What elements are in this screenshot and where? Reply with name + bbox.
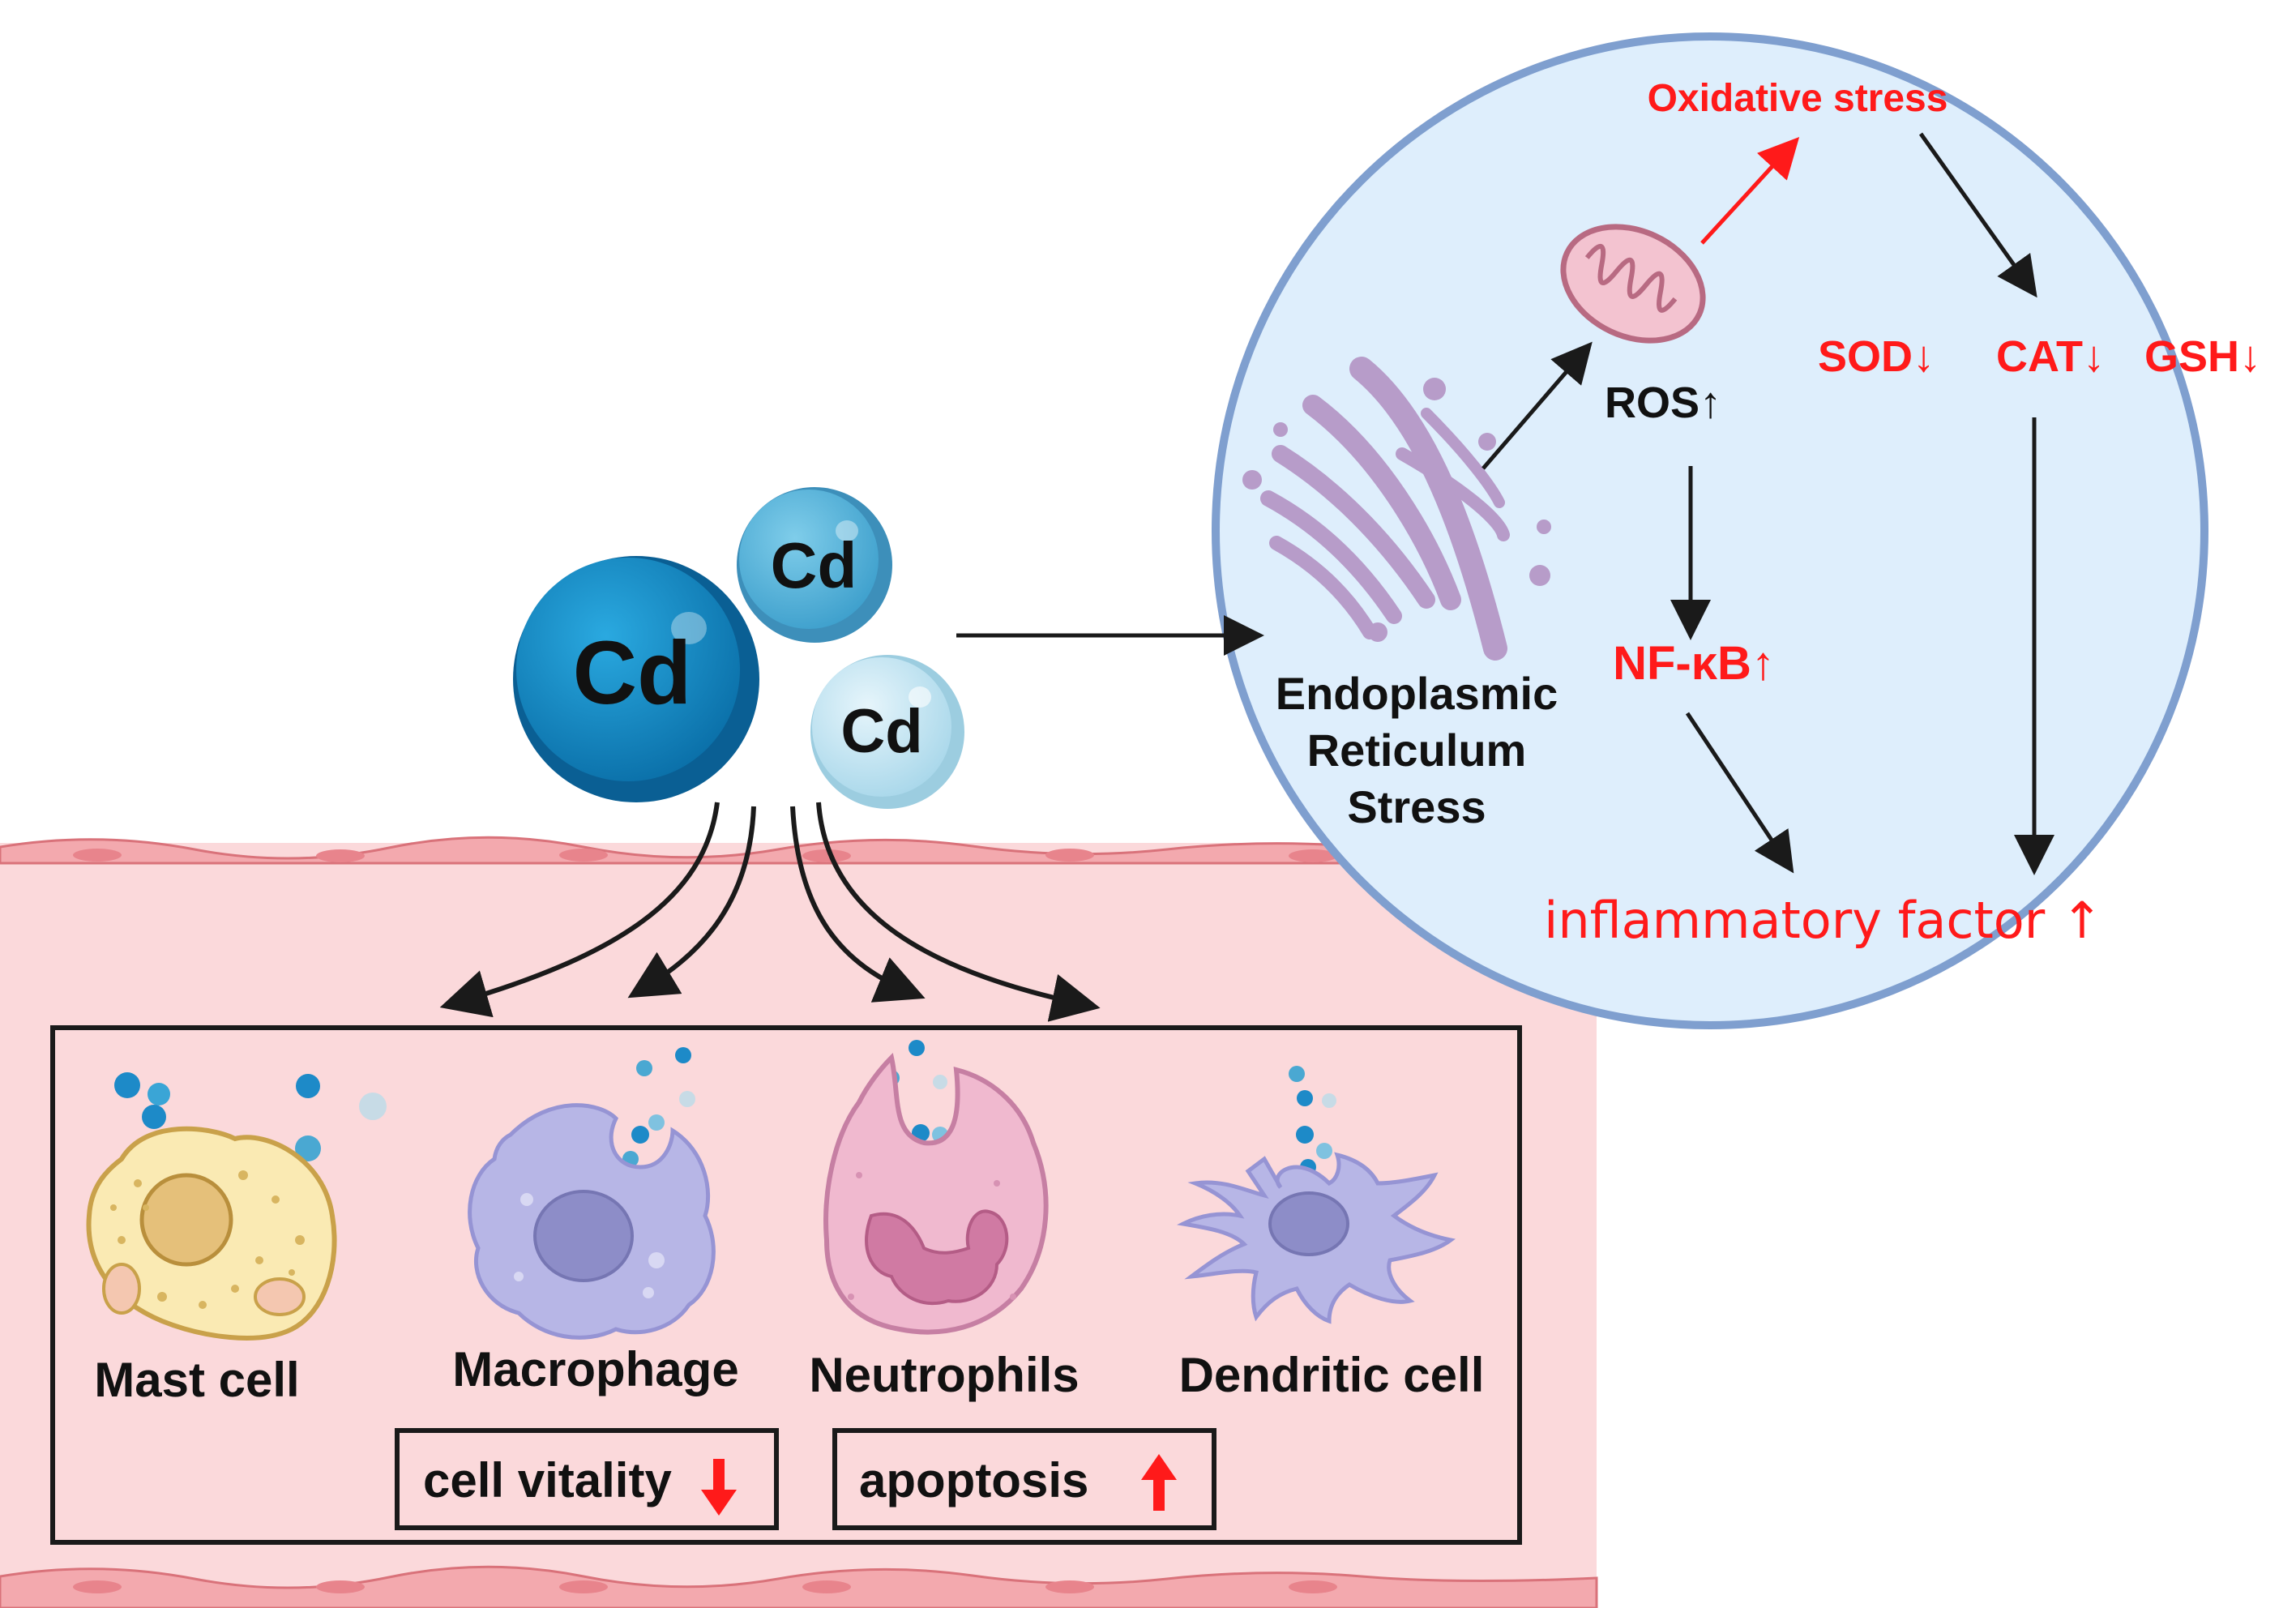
- cat-label: CAT↓: [1996, 332, 2105, 381]
- cell-label-neutrophils: Neutrophils: [809, 1348, 1079, 1402]
- cell-label-dendritic: Dendritic cell: [1179, 1348, 1485, 1402]
- inflammatory-factor-label: inflammatory factor ↑: [1544, 891, 2103, 950]
- pathway-arrows: [1481, 132, 2054, 875]
- macrophage-icon: [468, 1103, 716, 1340]
- cell-label-mast: Mast cell: [94, 1353, 299, 1407]
- neutrophil-icon: [823, 1053, 1049, 1335]
- sod-label: SOD↓: [1818, 332, 1935, 381]
- cd-label-small: Cd: [840, 697, 922, 766]
- svg-text:Endoplasmic: Endoplasmic: [1276, 668, 1558, 719]
- svg-text:Reticulum: Reticulum: [1307, 725, 1527, 776]
- nfkb-label: NF-κB↑: [1613, 637, 1775, 690]
- arrows-cd-to-cells: [439, 802, 1101, 1022]
- outcome-vitality-box: cell vitality: [395, 1428, 779, 1530]
- outcome-apoptosis-box: apoptosis: [832, 1428, 1216, 1530]
- cell-interior-circle: [1212, 32, 2208, 1029]
- mast-cell-icon: [86, 1126, 337, 1341]
- outcome-vitality-label: cell vitality: [423, 1453, 672, 1508]
- cd-sphere-large: [513, 556, 759, 802]
- endoplasmic-reticulum-icon: [1260, 357, 1510, 661]
- er-vesicles: [1242, 378, 1551, 642]
- mitochondrion-icon: [1560, 224, 1706, 344]
- svg-text:Stress: Stress: [1347, 781, 1486, 832]
- gsh-label: GSH↓: [2144, 332, 2261, 381]
- oxidative-stress-label: Oxidative stress: [1648, 77, 1948, 120]
- cell-panel: [50, 1025, 1522, 1545]
- cd-label-medium: Cd: [771, 529, 857, 601]
- arrow-down-icon: [701, 1459, 737, 1516]
- cd-sphere-small: [810, 655, 964, 809]
- cd-label-large: Cd: [573, 623, 692, 723]
- cadmium-group: Cd Cd Cd: [513, 487, 964, 809]
- outcome-apoptosis-label: apoptosis: [859, 1453, 1088, 1508]
- dendritic-cell-icon: [1177, 1152, 1456, 1324]
- cd-sphere-medium: [737, 487, 892, 643]
- er-label: Endoplasmic Reticulum Stress: [1276, 668, 1558, 832]
- ros-label: ROS↑: [1605, 378, 1721, 427]
- arrow-up-icon: [1141, 1454, 1177, 1511]
- cell-label-macrophage: Macrophage: [452, 1342, 738, 1396]
